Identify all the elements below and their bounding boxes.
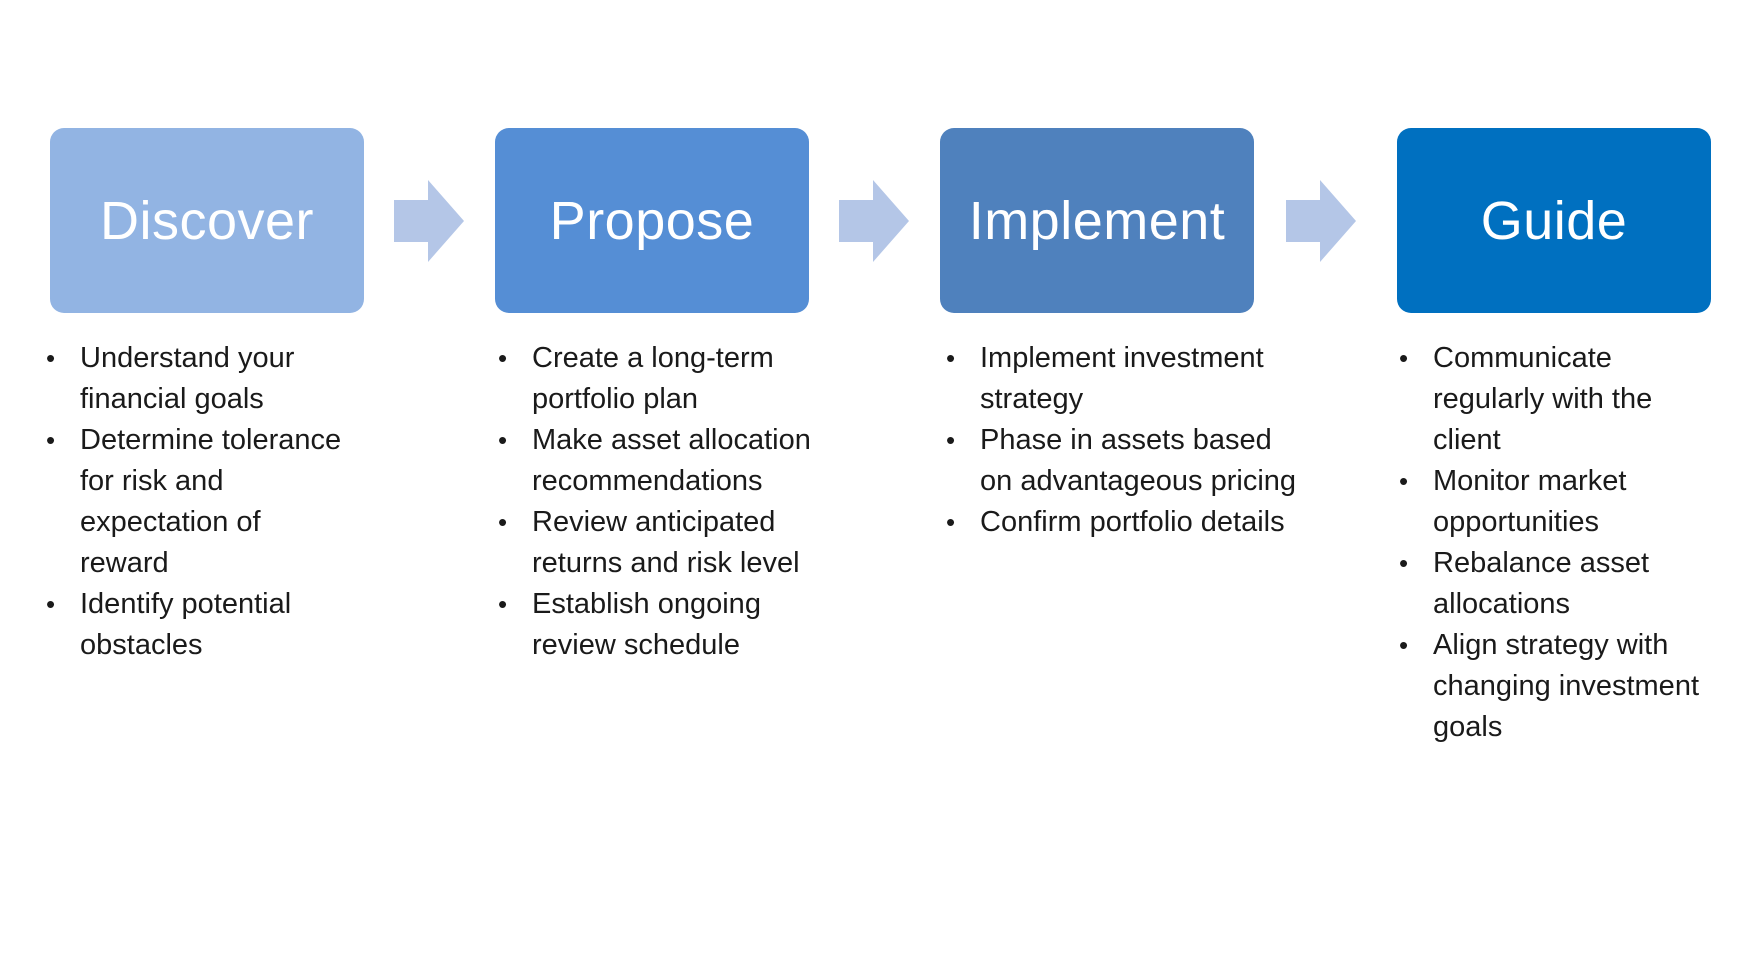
arrow-right-icon [394,180,464,262]
list-item: Identify potential obstacles [46,584,346,666]
stage-box-propose: Propose [495,128,809,313]
propose-bullet-list: Create a long-term portfolio plan Make a… [498,338,838,666]
stage-box-implement: Implement [940,128,1254,313]
list-item: Review anticipated returns and risk leve… [498,502,838,584]
stage-title-implement: Implement [968,190,1226,251]
list-item: Create a long-term portfolio plan [498,338,838,420]
guide-bullet-list: Communicate regularly with the client Mo… [1399,338,1719,748]
list-item: Phase in assets based on advantageous pr… [946,420,1296,502]
stage-title-guide: Guide [1480,190,1628,251]
implement-bullet-list: Implement investment strategy Phase in a… [946,338,1296,543]
stage-box-discover: Discover [50,128,364,313]
arrow-right-icon [1286,180,1356,262]
stage-title-discover: Discover [99,190,315,251]
stage-box-guide: Guide [1397,128,1711,313]
list-item: Determine tolerance for risk and expecta… [46,420,346,584]
list-item: Confirm portfolio details [946,502,1296,543]
list-item: Rebalance asset allocations [1399,543,1719,625]
list-item: Establish ongoing review schedule [498,584,838,666]
stage-title-propose: Propose [549,190,755,251]
arrow-right-icon [839,180,909,262]
list-item: Monitor market opportunities [1399,461,1719,543]
list-item: Make asset allocation recommendations [498,420,838,502]
list-item: Understand your financial goals [46,338,346,420]
list-item: Align strategy with changing investment … [1399,625,1719,748]
discover-bullet-list: Understand your financial goals Determin… [46,338,346,666]
list-item: Communicate regularly with the client [1399,338,1719,461]
list-item: Implement investment strategy [946,338,1296,420]
